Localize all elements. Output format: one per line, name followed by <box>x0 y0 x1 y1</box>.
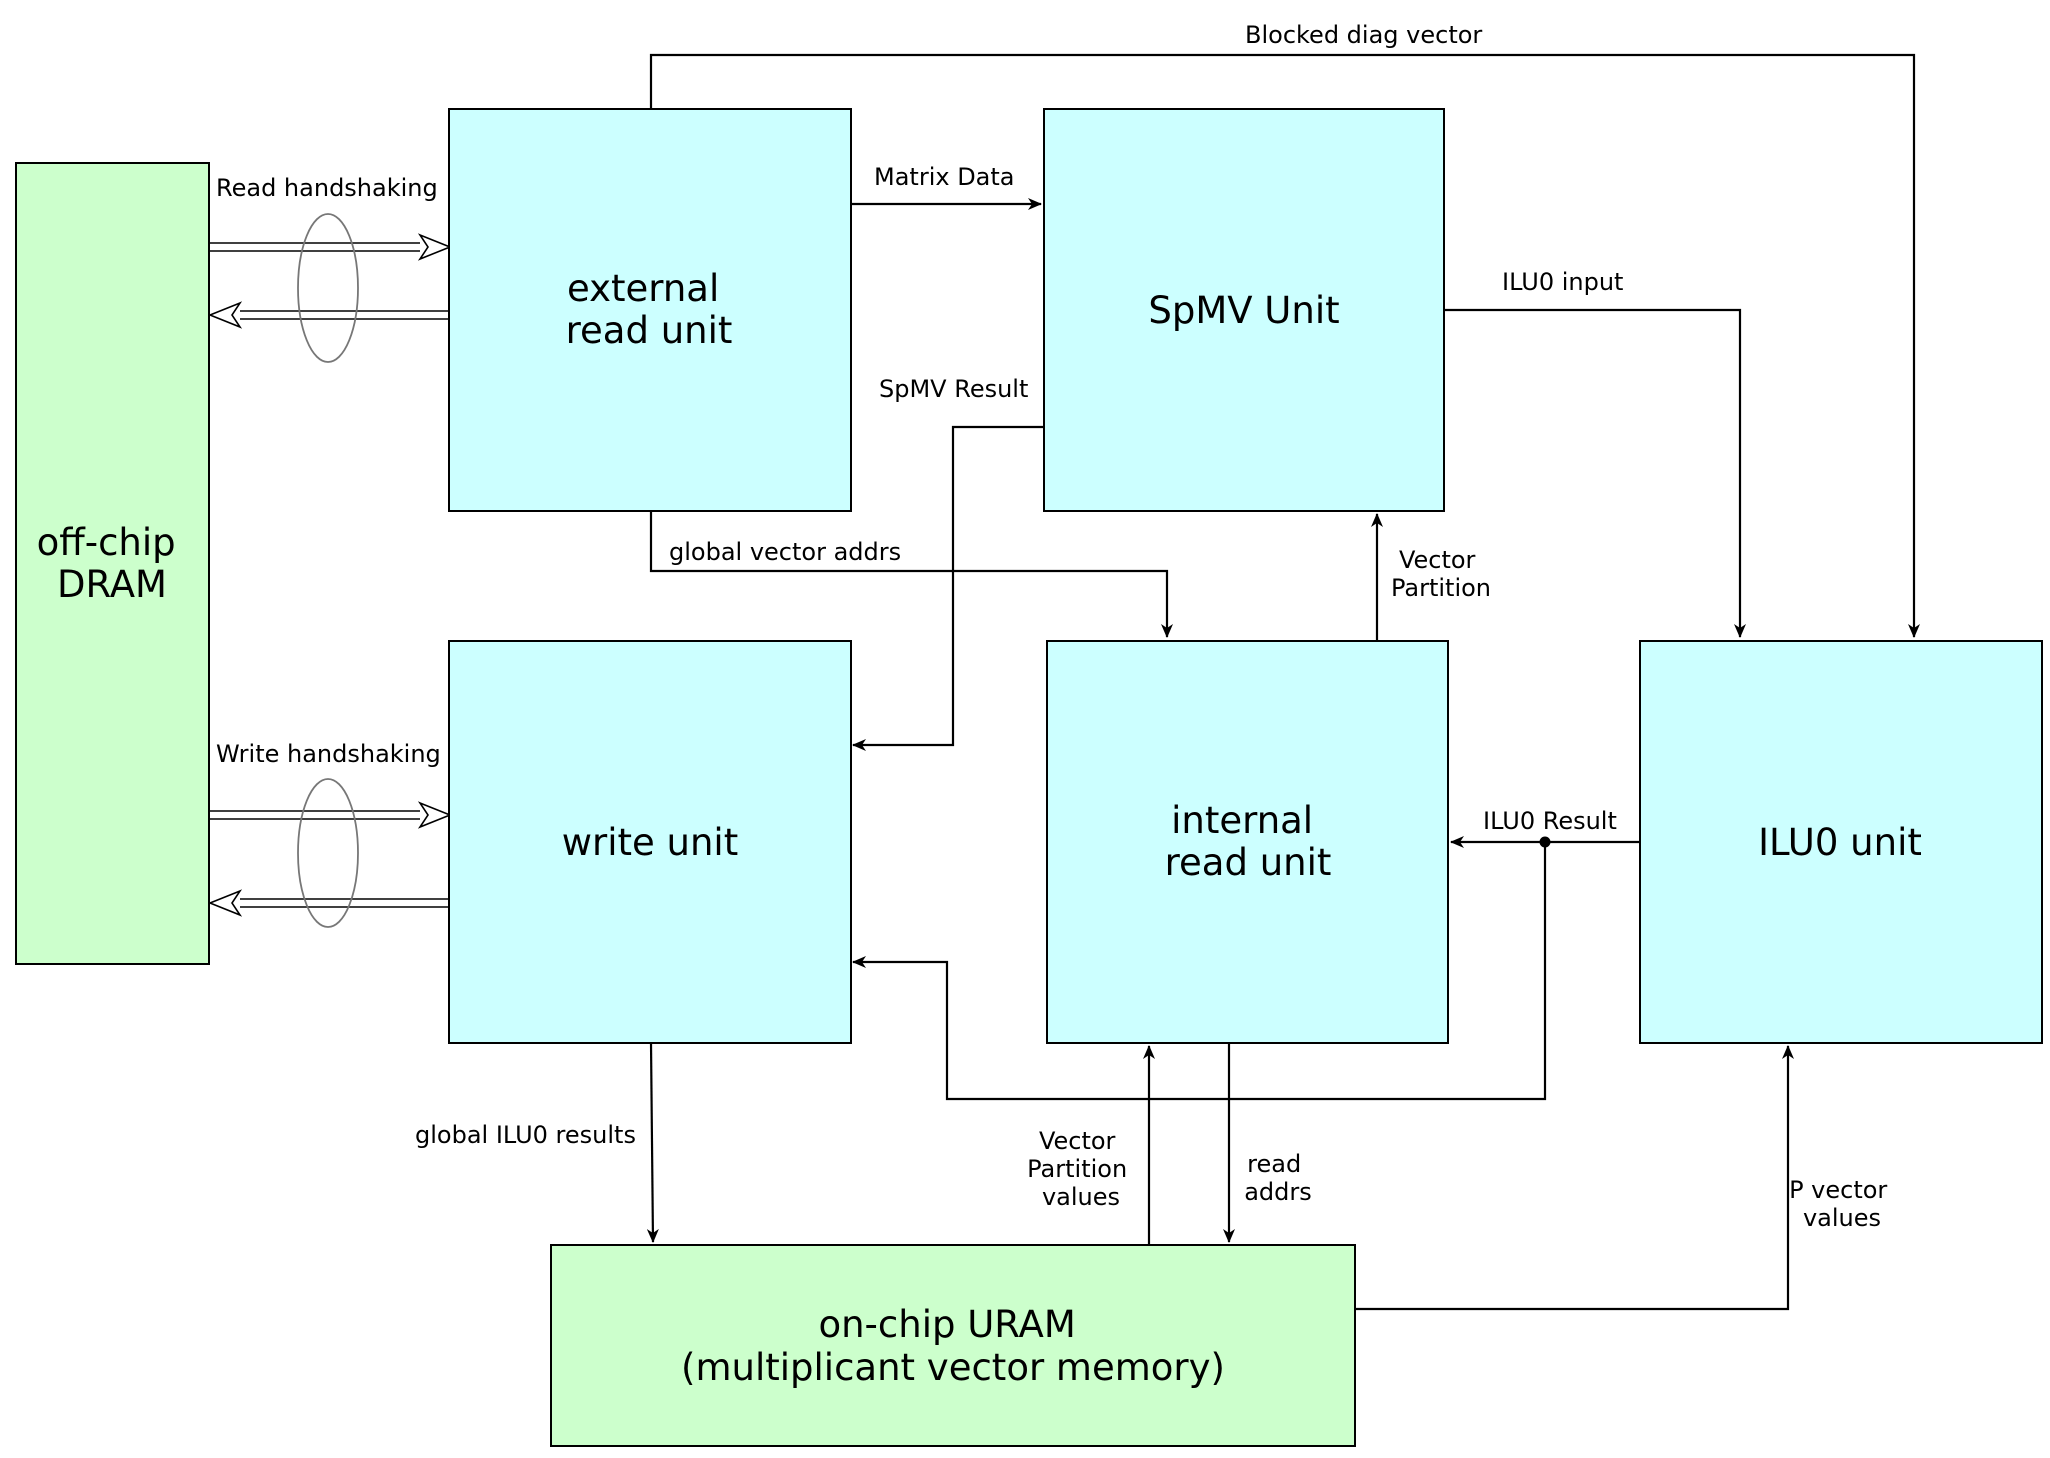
label-read-handshaking: Read handshaking <box>216 174 438 202</box>
label-read-addrs-line2: addrs <box>1244 1178 1312 1206</box>
label-vpv-line1: Vector <box>1039 1127 1116 1155</box>
dram-label-line1: off-chip <box>37 521 176 564</box>
edge-labels: Blocked diag vector Read handshaking Mat… <box>216 21 1895 1232</box>
svg-text:off-chip DRAM: off-chip DRAM <box>37 521 188 606</box>
label-write-handshaking: Write handshaking <box>216 740 441 768</box>
write-handshake-ellipse <box>297 778 359 928</box>
wires <box>207 53 1920 1311</box>
svg-text:on-chip URAM (multipli: on-chip URAM (multiplicant vector memory… <box>681 1303 1225 1389</box>
block-on-chip-uram: on-chip URAM (multiplicant vector memory… <box>550 1244 1356 1447</box>
label-matrix-data: Matrix Data <box>874 163 1015 191</box>
wire-spmv-result <box>852 425 1044 751</box>
wire-ilu0-input <box>1444 308 1746 638</box>
svg-text:external read unit: external read unit <box>566 267 733 352</box>
write-unit-label: write unit <box>562 821 738 864</box>
svg-text:SpMV Unit: SpMV Unit <box>1148 289 1339 332</box>
read-handshaking-bus <box>207 213 453 363</box>
label-global-vector-addrs: global vector addrs <box>669 538 901 566</box>
label-global-ilu0-results: global ILU0 results <box>415 1121 636 1149</box>
label-ilu0-result: ILU0 Result <box>1483 807 1617 835</box>
wire-ilu0-result-to-write <box>852 842 1547 1101</box>
label-vpv-line3: values <box>1042 1183 1120 1211</box>
label-p-vector-line2: values <box>1803 1204 1881 1232</box>
svg-text:ILU0 unit: ILU0 unit <box>1758 821 1922 864</box>
block-spmv-unit: SpMV Unit <box>1043 108 1445 512</box>
svg-text:read addrs: read addrs <box>1244 1150 1312 1206</box>
ext-read-label-line1: external <box>567 267 719 310</box>
read-handshake-ellipse <box>297 213 359 363</box>
block-external-read-unit: external read unit <box>448 108 852 512</box>
svg-text:P vector values: P vector values <box>1789 1176 1895 1232</box>
wire-global-vector-addrs <box>649 511 1173 638</box>
int-read-label-line1: internal <box>1171 799 1313 842</box>
block-write-unit: write unit <box>448 640 852 1044</box>
uram-label-line1: on-chip URAM <box>818 1303 1075 1346</box>
label-p-vector-line1: P vector <box>1789 1176 1887 1204</box>
label-vector-partition-line1: Vector <box>1399 546 1476 574</box>
wire-p-vector-values <box>1355 1045 1794 1311</box>
uram-label-line2: (multiplicant vector memory) <box>681 1346 1225 1389</box>
label-vector-partition-line2: Partition <box>1391 574 1491 602</box>
svg-text:Vector Partition v: Vector Partition values <box>1027 1127 1135 1211</box>
write-handshaking-bus <box>207 778 453 928</box>
wire-global-ilu0-results <box>646 1042 659 1243</box>
label-read-addrs-line1: read <box>1247 1150 1301 1178</box>
spmv-label: SpMV Unit <box>1148 289 1339 332</box>
int-read-label-line2: read unit <box>1165 841 1332 884</box>
label-blocked-diag-vector: Blocked diag vector <box>1245 21 1482 49</box>
block-ilu0-unit: ILU0 unit <box>1639 640 2043 1044</box>
ilu0-unit-label: ILU0 unit <box>1758 821 1922 864</box>
label-ilu0-input: ILU0 input <box>1502 268 1623 296</box>
block-internal-read-unit: internal read unit <box>1046 640 1449 1044</box>
block-off-chip-dram: off-chip DRAM <box>15 162 210 965</box>
svg-text:internal read unit: internal read unit <box>1165 799 1332 884</box>
blocks: off-chip DRAM external read unit SpMV Un… <box>15 108 2043 1447</box>
label-spmv-result: SpMV Result <box>879 375 1028 403</box>
wire-blocked-diag-vector <box>649 53 1920 638</box>
dram-label-line2: DRAM <box>57 563 167 606</box>
label-vpv-line2: Partition <box>1027 1155 1127 1183</box>
wire-junction-dot <box>1539 836 1551 848</box>
ext-read-label-line2: read unit <box>566 309 733 352</box>
svg-text:write unit: write unit <box>562 821 738 864</box>
svg-text:Vector Partition: Vector Partition <box>1391 546 1491 602</box>
